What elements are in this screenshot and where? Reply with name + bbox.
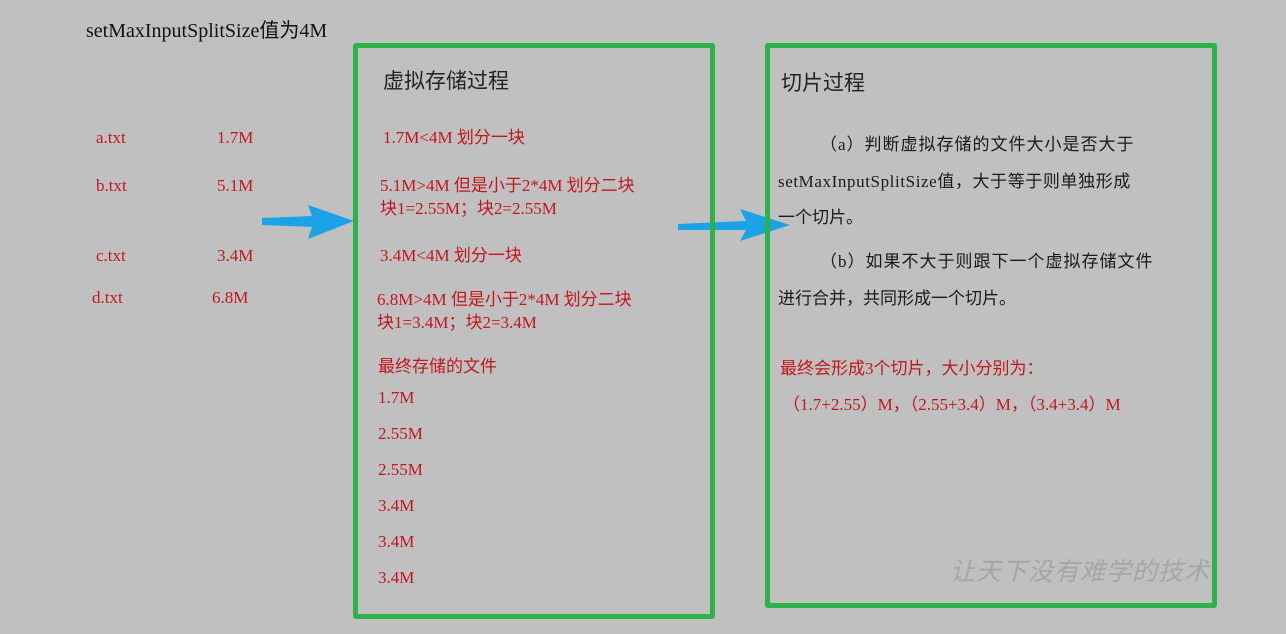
virtual-step-1: 1.7M<4M 划分一块 — [383, 128, 525, 147]
final-file: 2.55M — [378, 460, 423, 479]
split-para-b-line-1: （b）如果不大于则跟下一个虚拟存储文件 — [820, 252, 1154, 271]
watermark-text: 让天下没有难学的技术 — [950, 559, 1211, 586]
virtual-step-2-line-2: 块1=2.55M；块2=2.55M — [380, 199, 557, 218]
file-size: 6.8M — [212, 288, 249, 307]
arrow-right-icon — [678, 209, 790, 241]
virtual-storage-box — [353, 43, 715, 619]
virtual-step-4-line-1: 6.8M>4M 但是小于2*4M 划分二块 — [377, 290, 632, 309]
file-name: d.txt — [92, 288, 123, 307]
page-title: setMaxInputSplitSize值为4M — [86, 20, 328, 42]
virtual-step-2-line-1: 5.1M>4M 但是小于2*4M 划分二块 — [380, 176, 635, 195]
final-file: 3.4M — [378, 496, 415, 515]
final-files-label: 最终存储的文件 — [378, 357, 497, 376]
final-file: 3.4M — [378, 532, 415, 551]
file-size: 1.7M — [217, 128, 254, 147]
split-para-a-line-2: setMaxInputSplitSize值，大于等于则单独形成 — [778, 172, 1131, 191]
arrow-right-icon — [262, 205, 354, 239]
split-process-heading: 切片过程 — [781, 71, 865, 95]
file-size: 3.4M — [217, 246, 254, 265]
split-result-line-2: （1.7+2.55）M，（2.55+3.4）M，（3.4+3.4）M — [783, 395, 1121, 414]
split-para-b-line-2: 进行合并，共同形成一个切片。 — [778, 289, 1016, 308]
split-para-a-line-1: （a）判断虚拟存储的文件大小是否大于 — [820, 135, 1135, 154]
virtual-storage-heading: 虚拟存储过程 — [383, 69, 509, 93]
virtual-step-3: 3.4M<4M 划分一块 — [380, 246, 522, 265]
split-result-line-1: 最终会形成3个切片，大小分别为： — [780, 359, 1044, 378]
final-file: 2.55M — [378, 424, 423, 443]
split-para-a-line-3: 一个切片。 — [778, 208, 863, 227]
file-name: b.txt — [96, 176, 127, 195]
split-process-box — [765, 43, 1217, 608]
virtual-step-4-line-2: 块1=3.4M；块2=3.4M — [377, 313, 537, 332]
final-file: 3.4M — [378, 568, 415, 587]
file-name: c.txt — [96, 246, 126, 265]
file-name: a.txt — [96, 128, 126, 147]
final-file: 1.7M — [378, 388, 415, 407]
file-size: 5.1M — [217, 176, 254, 195]
